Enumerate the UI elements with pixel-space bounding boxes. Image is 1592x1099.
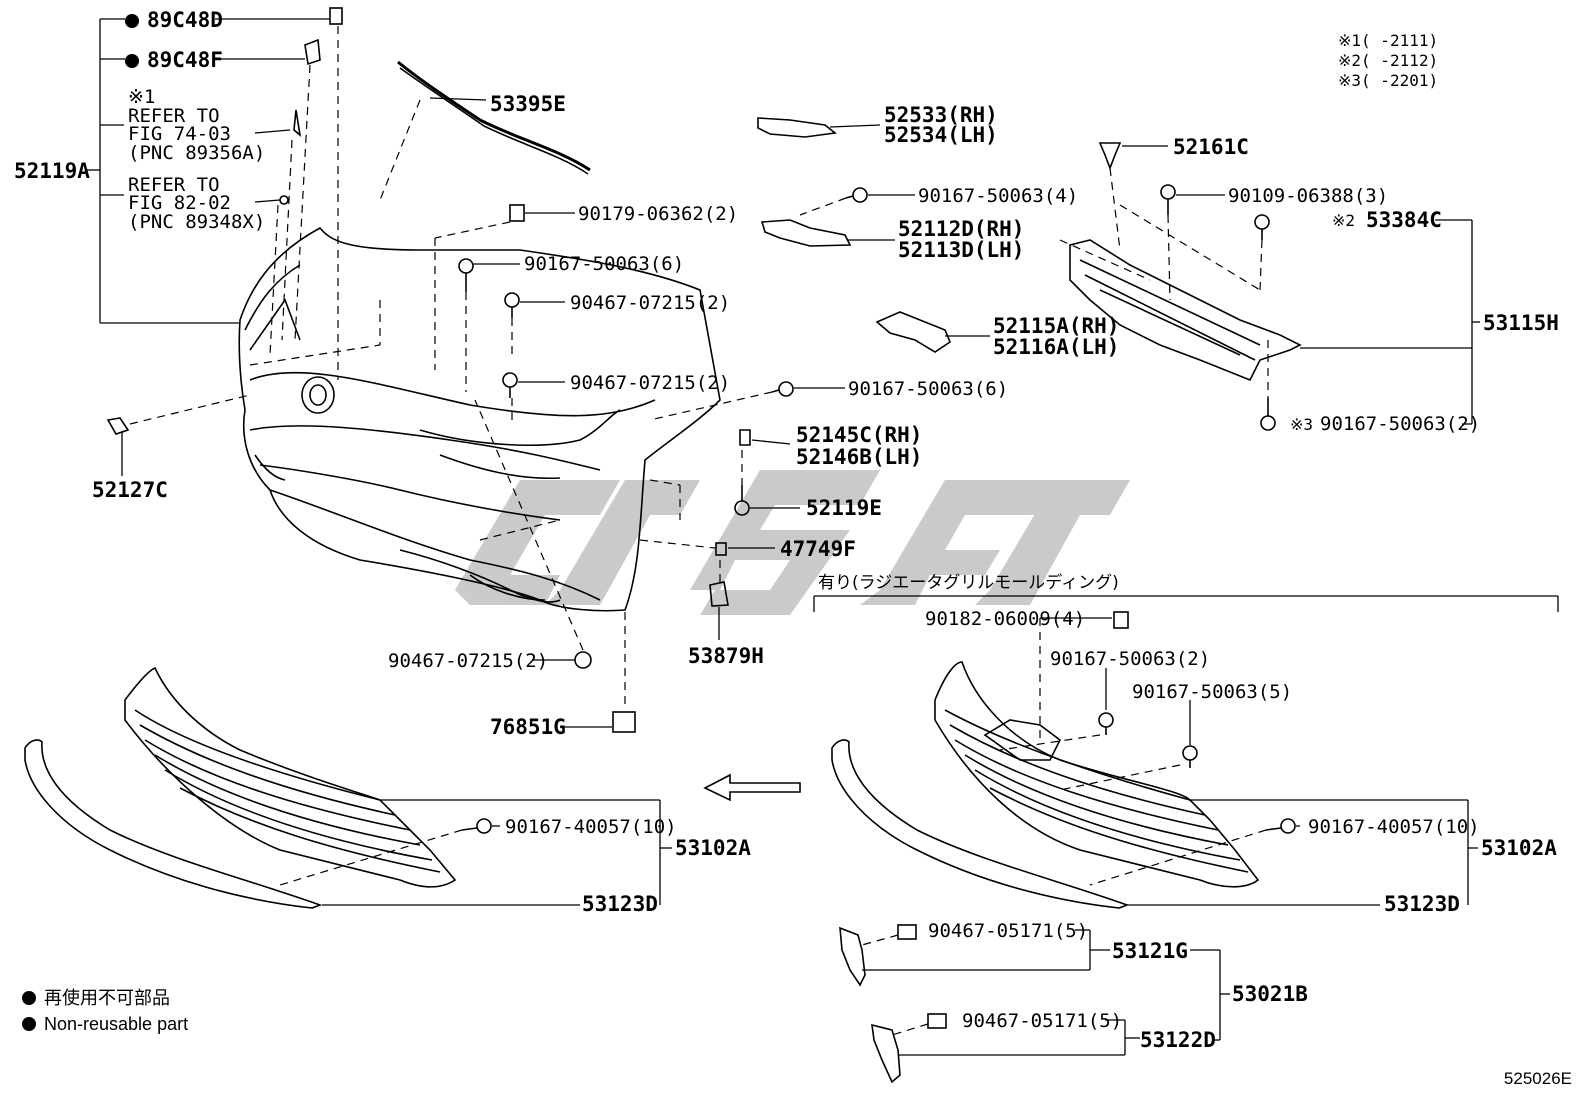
mark-3: ※3 xyxy=(1290,415,1314,434)
legend-japanese: 再使用不可部品 xyxy=(22,987,170,1009)
part-53102A-b: 53102A xyxy=(1481,836,1557,860)
part-52116A: 52116A(LH) xyxy=(993,335,1120,359)
part-90467-07215-b: 90467-07215(2) xyxy=(570,372,731,394)
legend-jp-text: 再使用不可部品 xyxy=(44,988,170,1008)
ref1-line-b: FIG 74-03 xyxy=(128,123,231,145)
grille-left xyxy=(124,666,457,888)
part-90167-50063-4: 90167-50063(4) xyxy=(918,185,1079,207)
part-53395E: 53395E xyxy=(490,92,566,116)
legend-dot xyxy=(22,1017,36,1031)
part-90179-06362: 90179-06362(2) xyxy=(578,203,739,225)
bracket-53122D xyxy=(871,1023,901,1084)
note-3: ※3( -2201) xyxy=(1338,71,1439,90)
bracket-53121G xyxy=(839,926,866,987)
part-53121G: 53121G xyxy=(1112,939,1188,963)
part-90467-07215-c: 90467-07215(2) xyxy=(388,650,549,672)
non-reusable-dot xyxy=(125,54,139,68)
bracket-52533 xyxy=(757,117,837,138)
leader-lines xyxy=(85,18,1559,1056)
part-53021B: 53021B xyxy=(1232,982,1308,1006)
note-2: ※2( -2112) xyxy=(1338,51,1439,70)
part-89C48F: 89C48F xyxy=(147,48,223,72)
part-89C48D: 89C48D xyxy=(147,8,223,32)
part-90167-40057-a: 90167-40057(10) xyxy=(505,816,677,838)
legend-english: Non-reusable part xyxy=(22,1013,188,1035)
part-53123D-b: 53123D xyxy=(1384,892,1460,916)
part-52161C: 52161C xyxy=(1173,135,1249,159)
part-90167-50063-6b: 90167-50063(6) xyxy=(848,378,1009,400)
bracket-52115A xyxy=(875,311,951,353)
part-53115H: 53115H xyxy=(1483,311,1559,335)
assembly-dashed-lines xyxy=(129,26,1269,1036)
bracket-52112D xyxy=(760,219,852,247)
part-52145C: 52145C(RH) xyxy=(796,423,923,447)
part-47749F: 47749F xyxy=(780,537,856,561)
fasteners xyxy=(106,7,1296,1029)
variant-note: 有り(ラジエータグリルモールディング) xyxy=(818,573,1119,593)
part-52534: 52534(LH) xyxy=(884,123,998,147)
garnish-left xyxy=(24,739,323,909)
part-90467-07215-a: 90467-07215(2) xyxy=(570,292,731,314)
non-reusable-dot xyxy=(125,14,139,28)
part-76851G: 76851G xyxy=(490,715,566,739)
part-90182-06009: 90182-06009(4) xyxy=(925,608,1086,630)
figure-code: 525026E xyxy=(1503,1069,1572,1088)
part-53879H: 53879H xyxy=(688,644,764,668)
legend-en-text: Non-reusable part xyxy=(44,1014,189,1034)
note-1: ※1( -2111) xyxy=(1338,31,1439,50)
ref2-line-c: (PNC 89348X) xyxy=(128,211,266,233)
part-90467-05171-b: 90467-05171(5) xyxy=(962,1010,1123,1032)
grille-right xyxy=(934,661,1260,888)
ref1-line-a: REFER TO xyxy=(128,105,220,127)
part-90167-40057-b: 90167-40057(10) xyxy=(1308,816,1480,838)
part-52146B: 52146B(LH) xyxy=(796,445,923,469)
watermark-logo xyxy=(455,470,1130,615)
part-53384C: 53384C xyxy=(1366,208,1442,232)
part-52113D: 52113D(LH) xyxy=(898,238,1025,262)
part-52119E: 52119E xyxy=(806,496,882,520)
part-52119A: 52119A xyxy=(14,159,90,183)
part-90467-05171-a: 90467-05171(5) xyxy=(928,920,1089,942)
part-52533: 52533(RH) xyxy=(884,103,998,127)
legend-dot xyxy=(22,991,36,1005)
part-52127C: 52127C xyxy=(92,478,168,502)
direction-arrow xyxy=(703,773,801,802)
part-52112D: 52112D(RH) xyxy=(898,217,1025,241)
part-90167-50063-6a: 90167-50063(6) xyxy=(524,253,685,275)
part-53102A-a: 53102A xyxy=(675,836,751,860)
part-52115A: 52115A(RH) xyxy=(993,314,1120,338)
seal-53395E xyxy=(397,60,591,172)
ref2-line-a: REFER TO xyxy=(128,174,220,196)
part-90167-50063-2: 90167-50063(2) xyxy=(1320,413,1481,435)
part-90167-50063-5: 90167-50063(5) xyxy=(1132,681,1293,703)
part-53123D-a: 53123D xyxy=(582,892,658,916)
part-90109-06388: 90109-06388(3) xyxy=(1228,185,1389,207)
ref1-mark: ※1 xyxy=(128,86,156,108)
mark-2: ※2 xyxy=(1332,211,1356,230)
front-bumper-cover xyxy=(238,226,721,612)
part-90167-50063-2b: 90167-50063(2) xyxy=(1050,648,1211,670)
ref1-line-c: (PNC 89356A) xyxy=(128,142,266,164)
part-53122D: 53122D xyxy=(1140,1028,1216,1052)
bumper-reinforcement xyxy=(1069,239,1302,382)
garnish-right xyxy=(831,739,1130,909)
ref2-line-b: FIG 82-02 xyxy=(128,192,231,214)
